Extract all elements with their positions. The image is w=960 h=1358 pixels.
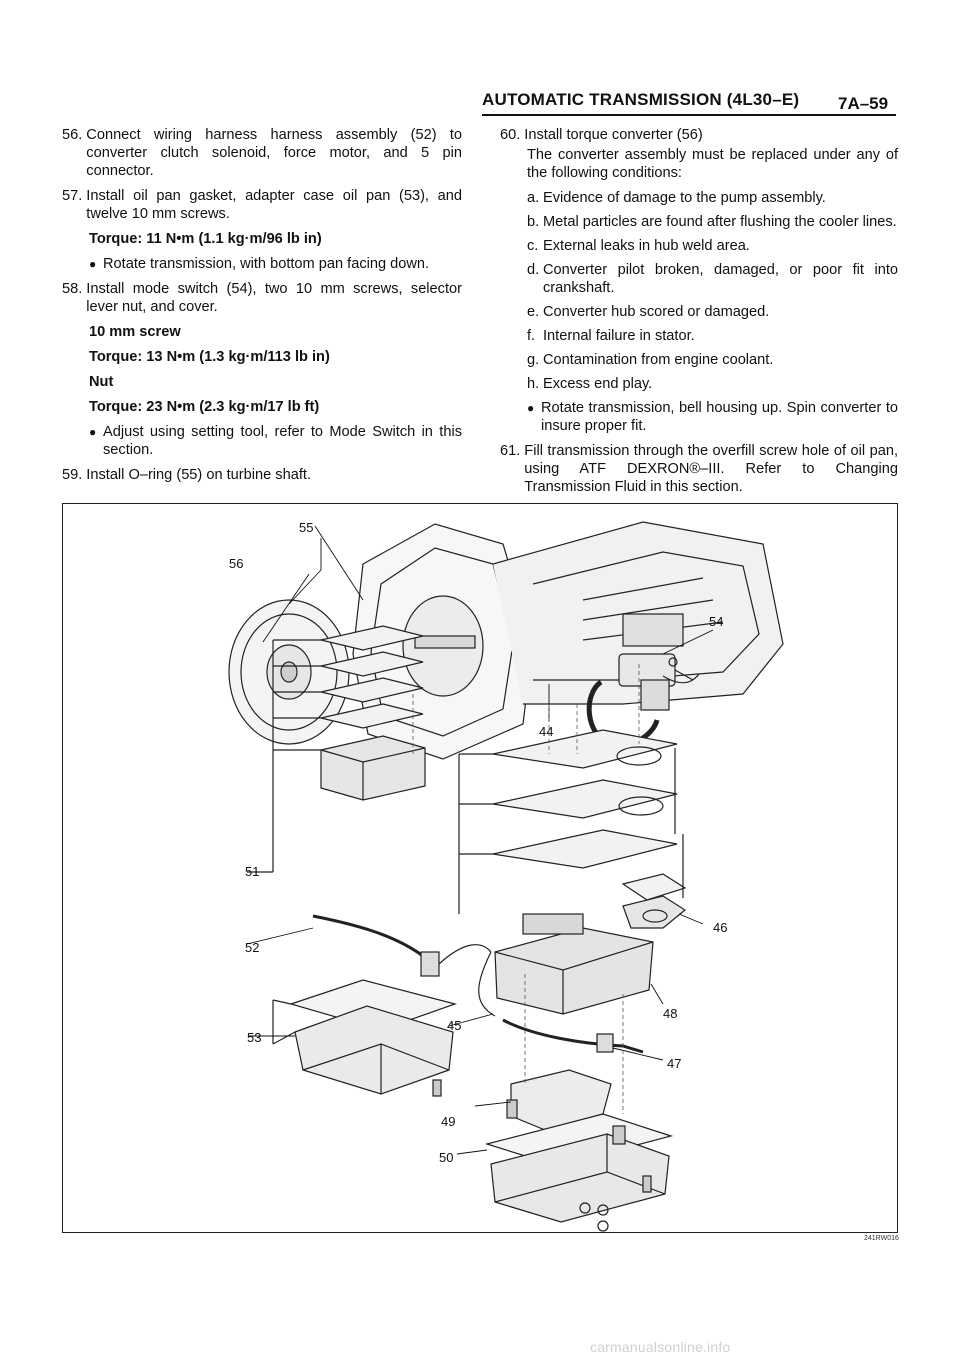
step-text: Install mode switch (54), two 10 mm scre… [86,281,462,315]
step-number: 58. [62,281,83,297]
solenoid-valve-stack-drawing [247,625,426,873]
adapter-oil-pan-drawing [272,979,458,1097]
condition-item: f. Internal failure in stator. [527,327,898,345]
step-text: Install O–ring (55) on turbine shaft. [86,467,311,483]
callout-50: 50 [439,1150,453,1165]
item-letter: b. [527,214,540,230]
page-number: 7A–59 [838,94,889,113]
torque-spec: Torque: 11 N•m (1.1 kg·m/96 lb in) [89,231,322,247]
torque-spec: Torque: 23 N•m (2.3 kg·m/17 lb ft) [89,399,320,415]
page-header: AUTOMATIC TRANSMISSION (4L30–E) 7A–59 [0,86,960,126]
step-text: Fill transmission through the overfill s… [524,443,898,495]
callout-55: 55 [299,520,313,535]
callout-45: 45 [447,1018,461,1033]
bullet-icon: ● [527,401,535,415]
item-letter: g. [527,352,540,368]
item-text: External leaks in hub weld area. [543,238,750,254]
right-column: 60. Install torque converter (56) The co… [500,126,898,503]
condition-item: c. External leaks in hub weld area. [527,237,898,255]
step-text: Connect wiring harness harness assembly … [86,127,462,179]
callout-56: 56 [229,556,243,571]
step-number: 61. [500,443,521,459]
step-57: 57. Install oil pan gasket, adapter case… [62,187,462,223]
torque-spec: Torque: 13 N•m (1.3 kg·m/113 lb in) [89,349,330,365]
fastener-label: Nut [89,374,114,390]
step-text: Install torque converter (56) [524,127,703,143]
torque-converter-drawing [228,599,350,745]
callout-54: 54 [709,614,723,629]
exploded-view-figure: 55 56 54 44 51 46 52 48 45 53 47 49 50 [62,503,898,1233]
condition-item: h. Excess end play. [527,375,898,393]
condition-item: d. Converter pilot broken, damaged, or p… [527,261,898,297]
bullet-note: ● Rotate transmission, bell housing up. … [527,399,898,435]
step-58: 58. Install mode switch (54), two 10 mm … [62,280,462,316]
mode-switch-drawing [586,653,700,748]
callout-47: 47 [667,1056,681,1071]
item-text: Internal failure in stator. [543,328,695,344]
watermark: carmanualsonline.info [590,1339,731,1355]
callout-49: 49 [441,1114,455,1129]
callout-53: 53 [247,1030,261,1045]
item-text: Evidence of damage to the pump assembly. [543,190,826,206]
item-letter: e. [527,304,540,320]
bullet-note: ● Rotate transmission, with bottom pan f… [89,255,462,273]
callout-46: 46 [713,920,727,935]
condition-item: b. Metal particles are found after flush… [527,213,898,231]
section-title: AUTOMATIC TRANSMISSION (4L30–E) [482,90,800,109]
item-letter: c. [527,238,539,254]
item-letter: d. [527,262,540,278]
exploded-diagram: 55 56 54 44 51 46 52 48 45 53 47 49 50 [228,520,784,1232]
item-text: Converter pilot broken, damaged, or poor… [543,262,898,296]
figure-code: 241RW016 [864,1235,899,1242]
transmission-case-drawing [352,521,784,760]
item-text: Converter hub scored or damaged. [543,304,770,320]
step-59: 59. Install O–ring (55) on turbine shaft… [62,466,462,484]
step-number: 59. [62,467,83,483]
callout-44: 44 [539,724,553,739]
item-text: Metal particles are found after flushing… [543,214,897,230]
bullet-text: Rotate transmission, bell housing up. Sp… [541,400,898,434]
fastener-label: 10 mm screw [89,324,181,340]
condition-intro: The converter assembly must be replaced … [527,147,898,181]
condition-item: g. Contamination from engine coolant. [527,351,898,369]
callout-52: 52 [245,940,259,955]
wiring-harness-drawing [312,914,644,1054]
bullet-text: Rotate transmission, with bottom pan fac… [103,256,430,272]
condition-item: a. Evidence of damage to the pump assemb… [527,189,898,207]
item-text: Contamination from engine coolant. [543,352,774,368]
bullet-icon: ● [89,257,97,271]
main-oil-pan-drawing [484,1113,674,1232]
condition-item: e. Converter hub scored or damaged. [527,303,898,321]
step-number: 60. [500,127,521,143]
bullet-icon: ● [89,425,97,439]
valve-body-plates-drawing [458,729,687,929]
main-valve-body-drawing [494,913,654,1015]
step-56: 56. Connect wiring harness harness assem… [62,126,462,180]
item-letter: f. [527,328,536,344]
step-60: 60. Install torque converter (56) [500,126,898,144]
step-number: 56. [62,127,83,143]
item-letter: h. [527,376,540,392]
callout-51: 51 [245,864,259,879]
step-number: 57. [62,188,83,204]
callout-48: 48 [663,1006,677,1021]
item-text: Excess end play. [543,376,653,392]
item-letter: a. [527,190,540,206]
header-rule [482,114,896,116]
bullet-text: Adjust using setting tool, refer to Mode… [103,424,462,458]
callout-leaders [246,525,714,1155]
bullet-note: ● Adjust using setting tool, refer to Mo… [89,423,462,459]
alignment-lines [412,664,640,1114]
left-column: 56. Connect wiring harness harness assem… [62,126,462,491]
step-61: 61. Fill transmission through the overfi… [500,442,898,496]
step-text: Install oil pan gasket, adapter case oil… [86,188,462,222]
